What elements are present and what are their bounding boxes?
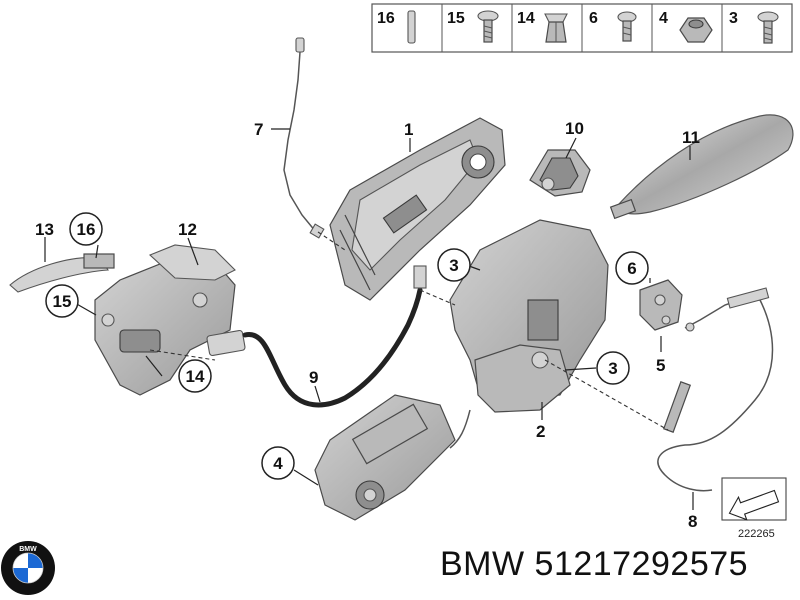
callout-15: 15 [53,292,72,311]
callout-14: 14 [186,367,205,386]
fastener-legend: 16 15 14 6 4 3 [371,3,793,53]
actuating-rod-part [283,37,325,239]
callout-labels: 7 1 10 11 12 13 16 15 14 9 3 3 2 4 6 5 8 [35,119,700,531]
screw-icon [617,11,637,42]
callout-7: 7 [254,120,263,139]
pin-icon [407,10,416,44]
diagram-reference: 222265 [721,477,787,540]
screw-icon [757,11,779,44]
callout-8: 8 [688,512,697,531]
bowden-cable-part [206,265,427,408]
handle-insert-part [9,253,115,293]
callout-3a: 3 [449,256,458,275]
bmw-logo: BMW [1,541,55,595]
callout-10: 10 [565,119,584,138]
arrow-icon [728,489,780,521]
callout-6: 6 [627,259,636,278]
callout-11: 11 [682,128,700,147]
callout-2: 2 [536,422,545,441]
hex-nut-icon [679,17,713,43]
door-lock-part [449,219,609,449]
lock-actuator-part [314,394,456,521]
legend-number: 3 [729,10,738,27]
leader-lines [44,128,694,510]
diagram-id: 222265 [738,528,775,540]
svg-text:BMW: BMW [19,546,37,553]
legend-number: 15 [447,10,465,27]
callout-1: 1 [404,120,413,139]
callout-3b: 3 [608,359,617,378]
carrier-plate-part [94,244,236,396]
part-number-title: BMW 51217292575 [440,545,748,584]
bracket-part [639,279,683,331]
callout-16: 16 [77,220,96,239]
outer-door-handle-part [609,114,794,220]
part-number: 51217292575 [534,545,749,583]
callout-9: 9 [309,368,318,387]
clip-nut-icon [544,13,568,43]
handle-carrier-part [329,117,506,301]
callout-5: 5 [656,356,665,375]
brand-name: BMW [440,545,525,583]
cover-cap-part [529,149,591,197]
legend-number: 14 [517,10,535,27]
legend-number: 16 [377,10,395,27]
legend-number: 6 [589,10,598,27]
callout-4: 4 [273,454,283,473]
release-cable-part [657,287,774,492]
callout-13: 13 [35,220,54,239]
callout-12: 12 [178,220,197,239]
screw-icon [477,10,499,43]
legend-number: 4 [659,10,668,27]
